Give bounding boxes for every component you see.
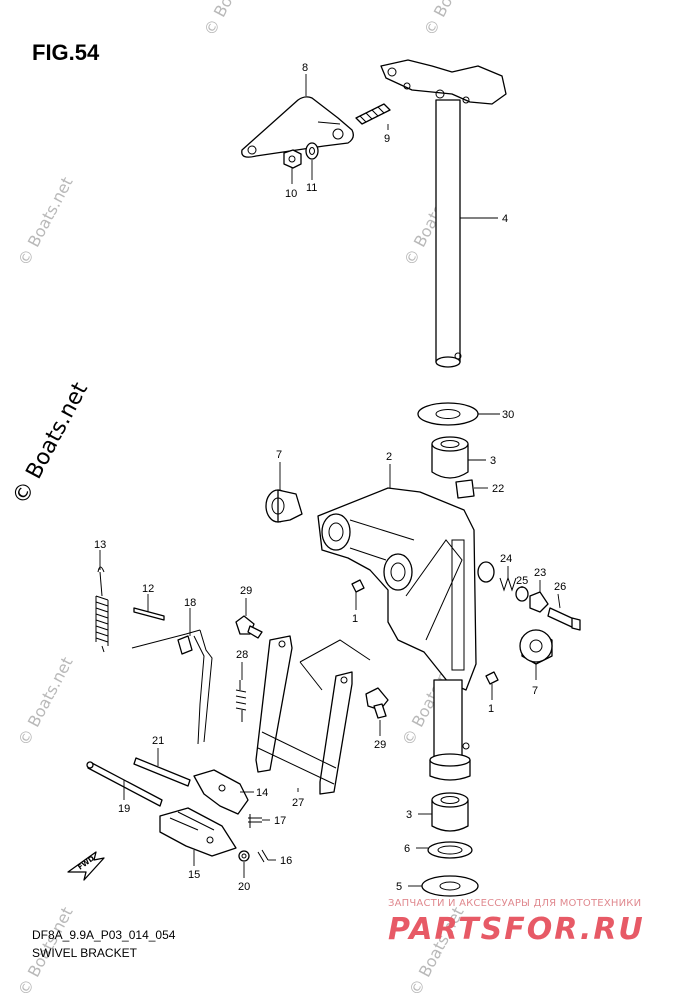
callout-13: 13: [94, 539, 106, 551]
part-25-washer: [515, 586, 529, 602]
shop-tagline: ЗАПЧАСТИ И АКСЕССУАРЫ ДЛЯ МОТОТЕХНИКИ: [388, 898, 642, 909]
callout-19: 19: [118, 803, 130, 815]
part-12-pin: [133, 607, 165, 621]
part-1-grease-nipple: [351, 579, 365, 593]
callout-21: 21: [152, 735, 164, 747]
callout-17: 17: [274, 815, 286, 827]
part-29-bolt-upper: [235, 615, 263, 639]
part-8-bracket-plate: [241, 96, 354, 158]
callout-9: 9: [384, 133, 390, 145]
callout-1-upper: 1: [352, 613, 358, 625]
callout-1-lower: 1: [488, 703, 494, 715]
part-22-plate: [455, 479, 475, 499]
callout-10: 10: [285, 188, 297, 200]
callout-26: 26: [554, 581, 566, 593]
callout-20: 20: [238, 881, 250, 893]
part-14-lever: [193, 769, 249, 815]
callout-29-upper: 29: [240, 585, 252, 597]
callout-4: 4: [502, 213, 508, 225]
callout-numbers: 8 9 10 11 4 30 3 22 2 7 24 25 23 26 1 7 …: [94, 62, 566, 893]
callout-8: 8: [302, 62, 308, 74]
part-10-nut: [283, 149, 302, 169]
fwd-arrow-icon: FWD: [67, 851, 105, 881]
callout-24: 24: [500, 553, 512, 565]
callout-16: 16: [280, 855, 292, 867]
callout-18: 18: [184, 597, 196, 609]
part-13-spring: [95, 566, 109, 653]
part-20-washer: [238, 850, 250, 862]
part-21-pin: [133, 757, 191, 787]
part-18-spring-lever: [131, 629, 213, 745]
callout-30: 30: [502, 409, 514, 421]
callout-3-lower: 3: [406, 809, 412, 821]
part-7-bush-right: [519, 629, 553, 665]
callout-28: 28: [236, 649, 248, 661]
callout-14: 14: [256, 787, 268, 799]
callout-6: 6: [404, 843, 410, 855]
part-1-grease-nipple: [485, 671, 499, 685]
part-6-washer: [427, 841, 473, 859]
part-4-shaft-lower: [429, 679, 471, 781]
part-11-washer: [305, 142, 319, 160]
part-washer-right: [477, 561, 495, 583]
part-17-cotter-pin: [248, 814, 262, 828]
callout-7-right: 7: [532, 685, 538, 697]
part-7-bush-left: [265, 489, 303, 523]
callout-25: 25: [516, 575, 528, 587]
part-3-bush-lower: [431, 792, 469, 832]
part-4-steering-shaft: [380, 59, 507, 368]
callout-22: 22: [492, 483, 504, 495]
leader-lines: [99, 74, 561, 887]
shop-logo: PARTSFOR.RU: [388, 912, 645, 947]
part-26-bolt: [547, 607, 581, 631]
figure-title: FIG.54: [32, 40, 100, 65]
callout-3-upper: 3: [490, 455, 496, 467]
part-9-bolt: [355, 103, 391, 125]
callout-15: 15: [188, 869, 200, 881]
callout-27: 27: [292, 797, 304, 809]
part-24-spring: [499, 576, 517, 592]
callout-11: 11: [306, 182, 317, 194]
part-23-collar: [529, 591, 549, 613]
part-29-bolt-lower: [365, 687, 389, 719]
part-19-rod: [86, 761, 163, 807]
diagram-code: DF8A_9.9A_P03_014_054: [32, 928, 176, 942]
part-2-swivel-bracket: [317, 487, 477, 691]
part-5-washer: [421, 875, 479, 897]
part-27-tilt-lever: [255, 635, 371, 795]
part-30-washer: [417, 402, 479, 426]
callout-29-lower: 29: [374, 739, 386, 751]
part-15-lock-bracket: [159, 807, 237, 857]
callout-2: 2: [386, 451, 392, 463]
callout-23: 23: [534, 567, 546, 579]
part-28-spring: [235, 680, 247, 722]
part-3-bush-upper: [431, 436, 469, 479]
callout-5: 5: [396, 881, 402, 893]
callout-7-left: 7: [276, 449, 282, 461]
diagram-subtitle: SWIVEL BRACKET: [32, 946, 137, 960]
part-16-cotter-pin: [257, 849, 269, 863]
callout-12: 12: [142, 583, 154, 595]
